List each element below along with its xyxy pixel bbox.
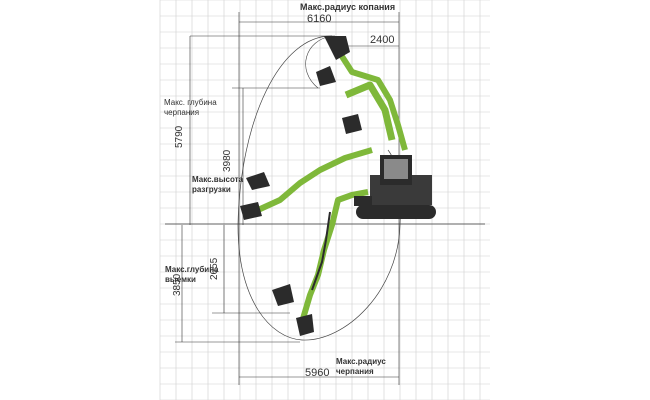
label-max-scooping-depth-a: Макс. глубина черпания — [164, 98, 217, 117]
excavator-body — [354, 155, 436, 219]
bucket-positions — [240, 36, 362, 336]
dim-3980: 3980 — [222, 149, 233, 172]
reach-envelope-curve — [237, 35, 401, 341]
boom-arm-positions — [256, 42, 408, 323]
label-max-scooping-radius: Макс.радиус черпания — [336, 357, 386, 376]
dim-5790: 5790 — [174, 125, 185, 148]
label-max-dump-height: Макс.высота разгрузки — [192, 175, 244, 194]
dim-6160: 6160 — [307, 13, 332, 25]
label-max-scooping-depth-b: Макс.глубина выемки — [165, 265, 219, 284]
dim-5960: 5960 — [305, 367, 330, 379]
inner-arc — [305, 35, 333, 89]
label-max-digging-radius: Макс.радиус копания — [300, 2, 396, 12]
dim-2400: 2400 — [370, 34, 395, 46]
